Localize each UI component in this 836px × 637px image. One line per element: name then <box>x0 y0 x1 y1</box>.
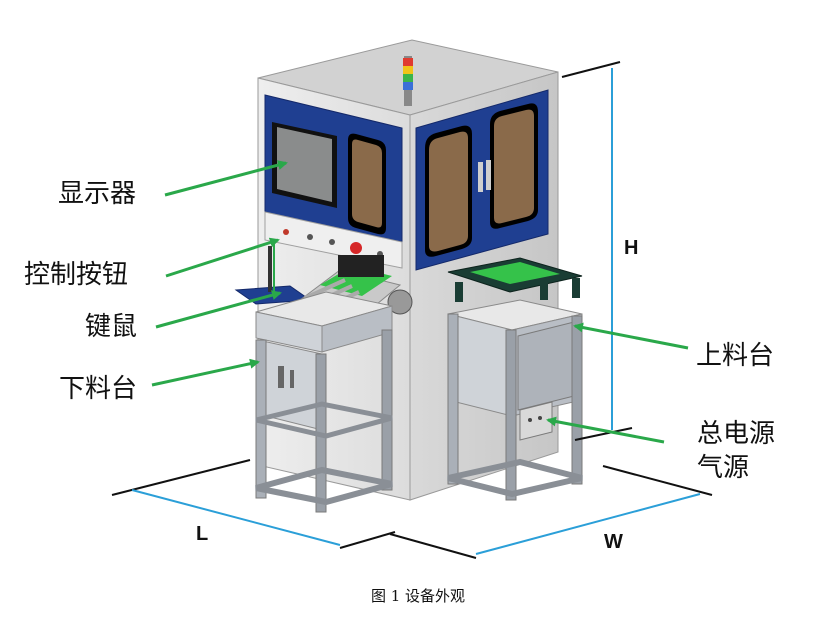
callout-main-power: 总电源 <box>697 419 776 449</box>
dimension-label-height: H <box>624 237 639 259</box>
loading-table-stand <box>447 299 583 501</box>
dimension-lines <box>111 61 713 559</box>
callout-air-supply: 气源 <box>697 453 750 483</box>
unloading-table-stand <box>255 291 393 513</box>
callout-loading-table: 上料台 <box>696 341 775 371</box>
callout-unloading-table: 下料台 <box>59 374 138 404</box>
dimension-label-length: L <box>196 523 209 545</box>
callout-display: 显示器 <box>58 179 137 209</box>
control-panel <box>264 211 403 269</box>
callout-control-buttons: 控制按钮 <box>24 260 129 290</box>
figure-caption: 图 1 设备外观 <box>370 587 466 605</box>
side-doors <box>415 89 549 271</box>
dimension-label-width: W <box>604 531 623 553</box>
loading-conveyor <box>447 257 583 302</box>
callout-keyboard-mouse: 键鼠 <box>85 312 138 342</box>
callout-arrows <box>151 160 689 444</box>
